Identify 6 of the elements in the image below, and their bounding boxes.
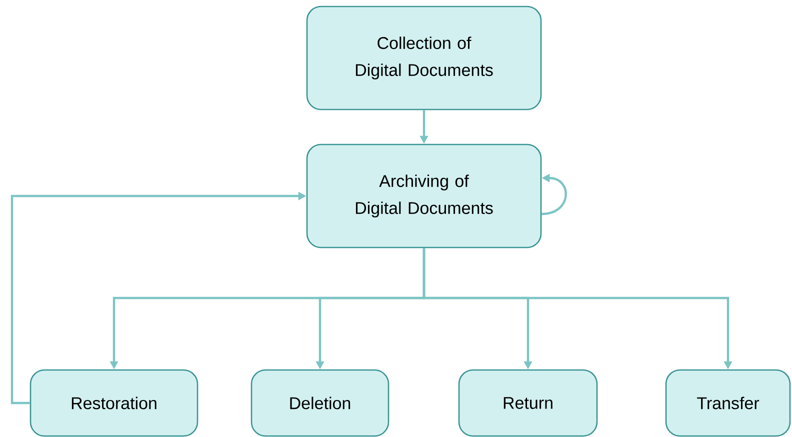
process-box: Collection of Digital Documents xyxy=(306,6,542,110)
process-box: Restoration xyxy=(30,369,198,437)
process-box: Deletion xyxy=(250,369,390,437)
process-box: Archiving of Digital Documents xyxy=(306,144,542,248)
process-box: Transfer xyxy=(665,369,791,437)
process-box: Return xyxy=(458,369,598,437)
